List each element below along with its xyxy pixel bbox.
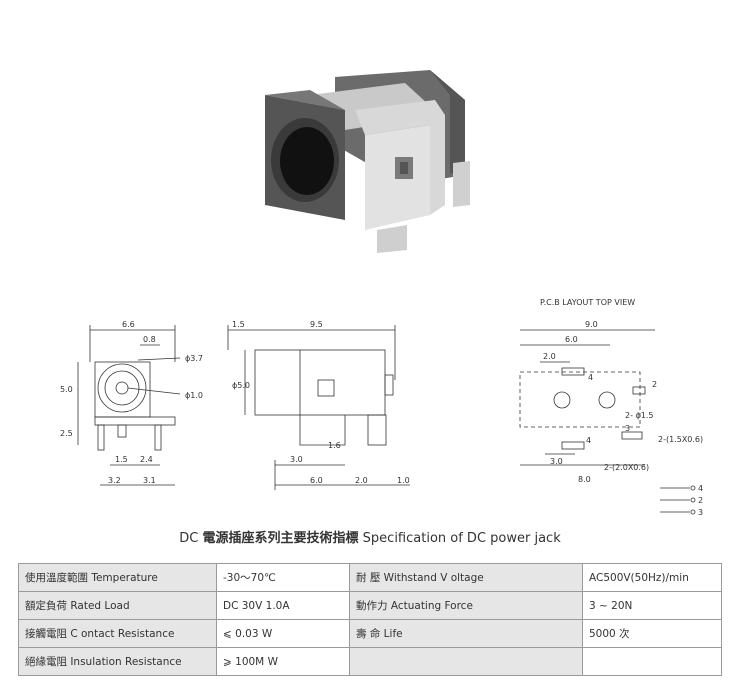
dim-side-d5: 6.0 [310, 476, 323, 485]
dim-pcb-w9: 9.0 [585, 320, 598, 329]
pcb-layout-drawing [519, 329, 655, 466]
spec-label: 壽 命 Life [349, 619, 583, 648]
spec-value: DC 30V 1.0A [216, 591, 350, 620]
dim-front-b1: 1.5 [115, 455, 128, 464]
side-view-drawing [227, 325, 410, 490]
spec-label: 耐 壓 Withstand V oltage [349, 563, 583, 592]
pcb-pin-2: 2 [652, 380, 657, 389]
spec-label: 使用溫度範圍 Temperature [18, 563, 217, 592]
pcb-hole-label: 2- ϕ1.5 [625, 411, 654, 420]
spec-table: 使用溫度範圍 Temperature -30～70℃ 耐 壓 Withstand… [18, 563, 722, 676]
dim-pcb-w8: 8.0 [578, 475, 591, 484]
title-english: Specification of DC power jack [362, 531, 561, 546]
schematic-pin-3: 3 [698, 508, 703, 517]
spec-value: AC500V(50Hz)/min [582, 563, 722, 592]
spec-value: ⩽ 0.03 W [216, 619, 350, 648]
dim-side-d4: 3.0 [290, 455, 303, 464]
dim-front-0.8: 0.8 [143, 335, 156, 344]
spec-value: 3 ~ 20N [582, 591, 722, 620]
dim-side-d6: 2.0 [355, 476, 368, 485]
spec-label: 接觸電阻 C ontact Resistance [18, 619, 217, 648]
dc-jack-product-image [265, 70, 470, 253]
spec-title: DC 電源插座系列主要技術指標 Specification of DC powe… [0, 527, 740, 546]
schematic-pin-2: 2 [698, 496, 703, 505]
dim-side-dia: ϕ5.0 [232, 381, 250, 390]
pcb-heading: P.C.B LAYOUT TOP VIEW [540, 298, 635, 307]
dim-front-dia-pin: ϕ1.0 [185, 391, 203, 400]
spec-label: 額定負荷 Rated Load [18, 591, 217, 620]
pcb-pin-4b: 4 [586, 436, 591, 445]
spec-label [349, 647, 583, 676]
table-row: 接觸電阻 C ontact Resistance ⩽ 0.03 W 壽 命 Li… [18, 619, 722, 648]
schematic-pin-4: 4 [698, 484, 703, 493]
title-cjk: 電源插座系列主要技術指標 [202, 531, 359, 546]
spec-label: 絕緣電阻 Insulation Resistance [18, 647, 217, 676]
dim-front-height: 5.0 [60, 385, 73, 394]
dim-side-d1: 1.5 [232, 320, 245, 329]
spec-value [582, 647, 722, 676]
spec-label: 動作力 Actuating Force [349, 591, 583, 620]
dim-side-d3: 1.6 [328, 441, 341, 450]
dim-front-dia-outer: ϕ3.7 [185, 354, 203, 363]
dim-side-d2: 9.5 [310, 320, 323, 329]
dim-pcb-w2: 2.0 [543, 352, 556, 361]
technical-drawings: 6.6 0.8 ϕ3.7 ϕ1.0 5.0 2.5 1.5 2.4 3.2 3.… [60, 298, 703, 517]
pcb-slot1-label: 2-(1.5X0.6) [658, 435, 703, 444]
pcb-pin-4a: 4 [588, 373, 593, 382]
dim-pcb-w3: 3.0 [550, 457, 563, 466]
title-prefix: DC [179, 531, 199, 546]
dim-pcb-w6: 6.0 [565, 335, 578, 344]
dim-side-d7: 1.0 [397, 476, 410, 485]
table-row: 額定負荷 Rated Load DC 30V 1.0A 動作力 Actuatin… [18, 591, 722, 620]
spec-value: -30～70℃ [216, 563, 350, 592]
pcb-pin-3: 3 [625, 424, 630, 433]
spec-value: 5000 次 [582, 619, 722, 648]
pcb-slot2-label: 2-(2.0X0.6) [604, 463, 649, 472]
front-view-drawing [77, 325, 181, 486]
table-row: 絕緣電阻 Insulation Resistance ⩾ 100M W [18, 647, 722, 676]
dim-front-b3: 3.2 [108, 476, 121, 485]
dim-front-b4: 3.1 [143, 476, 156, 485]
dim-front-b2: 2.4 [140, 455, 153, 464]
dim-front-6.6: 6.6 [122, 320, 135, 329]
dim-front-lead: 2.5 [60, 429, 73, 438]
schematic-symbol [660, 485, 696, 515]
spec-value: ⩾ 100M W [216, 647, 350, 676]
table-row: 使用溫度範圍 Temperature -30～70℃ 耐 壓 Withstand… [18, 563, 722, 592]
